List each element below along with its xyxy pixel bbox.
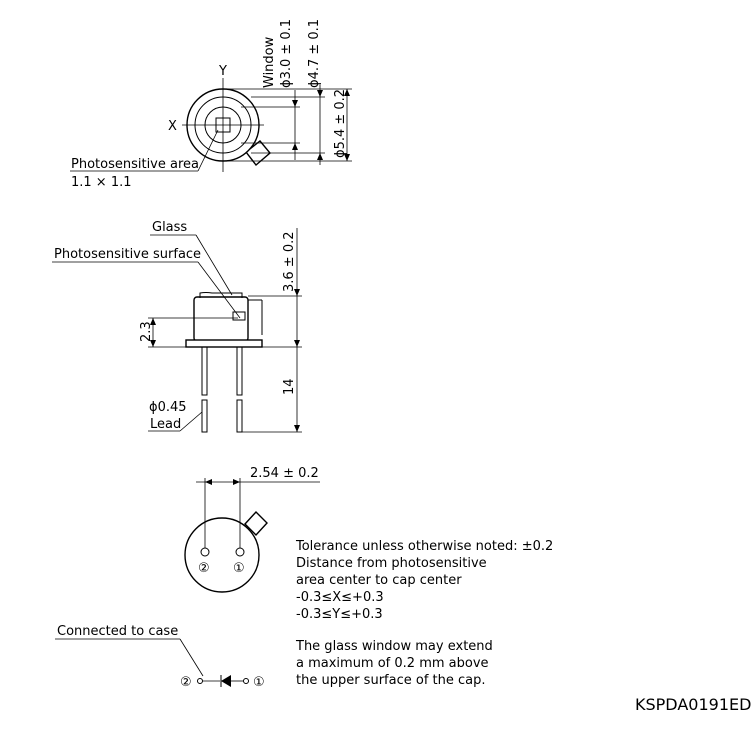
pin2-label: ②: [198, 561, 210, 576]
connected-to-case-label: Connected to case: [57, 624, 178, 639]
photosensitive-area-size: 1.1 × 1.1: [71, 175, 132, 190]
glass-label: Glass: [152, 220, 187, 235]
y-axis-label: Y: [218, 64, 227, 79]
lead-left-lower: [201, 399, 208, 433]
bottom-view-flange: [184, 517, 260, 593]
lead-label: Lead: [150, 417, 181, 432]
window-diameter-dim: ϕ3.0 ± 0.1: [279, 19, 294, 88]
x-axis-label: X: [168, 119, 177, 134]
note-distance-1: Distance from photosensitive: [296, 556, 487, 571]
cap-diameter-dim: ϕ4.7 ± 0.1: [307, 19, 322, 88]
height-dim: 3.6 ± 0.2: [282, 231, 297, 292]
side-view-flange: [185, 339, 263, 348]
lead-length-dim: 14: [282, 378, 297, 395]
flange-diameter-dim: ϕ5.4 ± 0.2: [333, 89, 348, 158]
bottom-view: 2.54 ± 0.2 ② ①: [184, 466, 320, 593]
note-glass-1: The glass window may extend: [295, 639, 493, 654]
schematic: Connected to case ② ①: [55, 624, 265, 690]
note-glass-3: the upper surface of the cap.: [296, 673, 486, 688]
pin-pitch-dim: 2.54 ± 0.2: [250, 466, 319, 481]
lead-diameter-label: ϕ0.45: [149, 400, 187, 415]
lead-right-upper: [236, 346, 243, 396]
lead-left-upper: [201, 346, 208, 396]
note-x-range: -0.3≤X≤+0.3: [296, 590, 384, 605]
lead-right-lower: [236, 399, 243, 433]
side-view: Glass Photosensitive surface 3.6 ± 0.2 2…: [52, 220, 302, 433]
note-y-range: -0.3≤Y≤+0.3: [296, 607, 383, 622]
diode-triangle: [221, 675, 231, 687]
note-tolerance: Tolerance unless otherwise noted: ±0.2: [295, 539, 553, 554]
photosensitive-area-label: Photosensitive area: [71, 157, 199, 172]
top-view: Y X Window ϕ3.0 ± 0.1 ϕ4.7 ± 0.1 ϕ5.4 ± …: [70, 19, 352, 190]
schematic-pin2: ②: [180, 675, 192, 690]
window-label: Window: [262, 36, 277, 88]
surface-height-dim: 2.3: [139, 321, 154, 342]
photosensitive-surface-label: Photosensitive surface: [54, 247, 201, 262]
note-distance-2: area center to cap center: [296, 573, 462, 588]
schematic-pin1: ①: [253, 675, 265, 690]
notes: Tolerance unless otherwise noted: ±0.2 D…: [295, 539, 553, 688]
bottom-view-tab: [244, 510, 268, 537]
note-glass-2: a maximum of 0.2 mm above: [296, 656, 489, 671]
drawing-code: KSPDA0191ED: [635, 695, 751, 714]
side-view-cap: [193, 296, 249, 342]
pin1-label: ①: [233, 561, 245, 576]
